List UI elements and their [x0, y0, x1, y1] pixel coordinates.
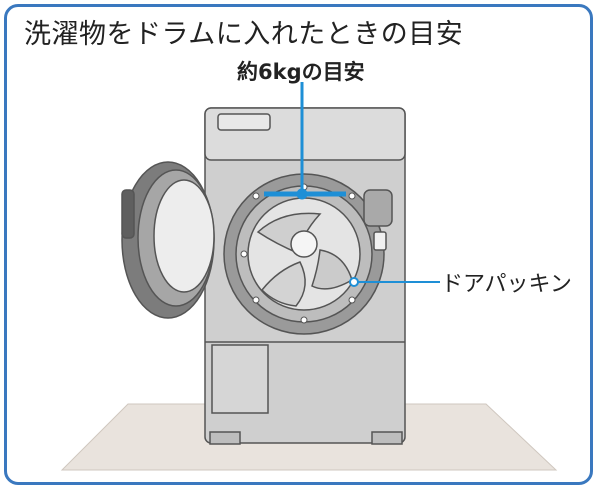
door-gasket-label: ドアパッキン	[441, 272, 572, 297]
page-title: 洗濯物をドラムに入れたときの目安	[24, 19, 464, 50]
gasket-leader	[349, 277, 440, 287]
level-indicator	[264, 82, 346, 200]
gasket-holes	[240, 183, 356, 324]
open-door	[121, 161, 215, 319]
level-label: 約6kgの目安	[237, 60, 365, 84]
drum	[223, 173, 393, 335]
